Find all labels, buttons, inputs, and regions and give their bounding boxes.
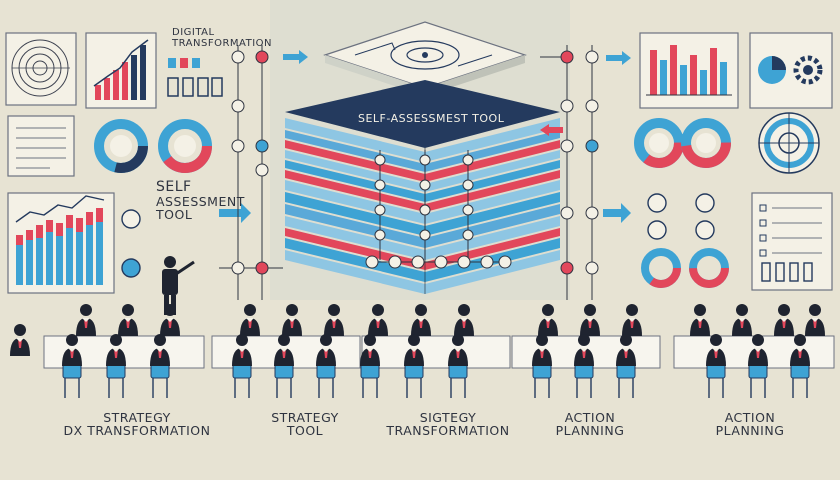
label-bottom-5-line2: PLANNING xyxy=(715,423,785,439)
arrow-right-left-mid xyxy=(219,203,251,223)
seated-person-back xyxy=(732,304,752,336)
label-bottom-3: SIGTEGY TRANSFORMATION xyxy=(378,411,518,437)
seated-person-back xyxy=(690,304,710,336)
seated-person-back xyxy=(368,304,388,336)
label-self-assessment-center: SELF-ASSESSMEST TOOL xyxy=(358,112,505,125)
label-bottom-3-line2: TRANSFORMATION xyxy=(386,423,510,439)
seated-person-front xyxy=(790,334,810,366)
arrow-right-top-left xyxy=(283,50,308,64)
seated-person-back xyxy=(118,304,138,336)
connector-nodes-right xyxy=(560,50,599,275)
label-bottom-2-line2: TOOL xyxy=(286,423,324,439)
seated-person-front xyxy=(448,334,468,366)
arrow-right-top-right xyxy=(606,51,631,65)
donut-chart-right-4 xyxy=(689,248,729,288)
seated-person-front xyxy=(232,334,252,366)
presenter-figure xyxy=(162,256,195,315)
label-bottom-4-line1: ACTION xyxy=(564,410,616,425)
seated-person-back xyxy=(282,304,302,336)
legend-blocks xyxy=(167,58,223,97)
label-tool: TOOL xyxy=(156,206,193,222)
checklist-card-left xyxy=(7,115,75,177)
donut-chart-right-1 xyxy=(634,118,684,168)
seated-person-front xyxy=(532,334,552,366)
label-bottom-2-line1: STRATEGY xyxy=(271,410,339,425)
seated-person-front xyxy=(316,334,336,366)
label-bottom-3-line1: SIGTEGY xyxy=(419,410,477,425)
seated-person-back xyxy=(160,304,180,336)
label-bottom-4-line2: PLANNING xyxy=(555,423,625,439)
bar-chart-card-top-left xyxy=(85,32,157,109)
checklist-card-right xyxy=(751,192,833,291)
pie-gear-card xyxy=(749,32,833,109)
label-self: SELF xyxy=(156,179,192,195)
seated-person-back xyxy=(324,304,344,336)
seated-person-front xyxy=(360,334,380,366)
connector-nodes-left xyxy=(231,50,269,275)
label-bottom-1-line2: DX TRANSFORMATION xyxy=(63,423,211,439)
label-bottom-4: ACTION PLANNING xyxy=(540,411,640,437)
donut-chart-left-2 xyxy=(158,119,212,173)
label-bottom-1-line1: STRATEGY xyxy=(103,410,171,425)
center-nodes xyxy=(365,154,512,269)
seated-person-back xyxy=(454,304,474,336)
spiral-chart-card xyxy=(5,32,77,106)
seated-person-front xyxy=(706,334,726,366)
arrow-right-mid-right xyxy=(603,203,631,223)
seated-person-back xyxy=(580,304,600,336)
label-assessment: ASSESSMENT xyxy=(156,193,245,209)
bar-chart-card-top-right xyxy=(639,32,739,109)
seated-person-front xyxy=(574,334,594,366)
label-self-assessment-side: SELF ASSESSMENT TOOL xyxy=(156,180,245,221)
seated-person-back xyxy=(805,304,825,336)
people-front-row xyxy=(10,324,810,398)
people-back-row xyxy=(76,304,825,336)
seated-person-front xyxy=(150,334,170,366)
small-icons-right xyxy=(647,193,715,240)
seated-person-back xyxy=(411,304,431,336)
label-bottom-1: STRATEGY DX TRANSFORMATION xyxy=(52,411,222,437)
side-person-left xyxy=(10,324,30,356)
seated-person-front xyxy=(748,334,768,366)
seated-person-front xyxy=(404,334,424,366)
label-digital: DIGITAL xyxy=(172,27,215,38)
seated-person-back xyxy=(774,304,794,336)
label-transformation: TRANSFORMATION xyxy=(172,37,272,49)
seated-person-front xyxy=(616,334,636,366)
donut-chart-right-3 xyxy=(641,248,681,288)
donut-chart-left-1 xyxy=(94,119,148,173)
seated-person-front xyxy=(106,334,126,366)
seated-person-front xyxy=(62,334,82,366)
seated-person-back xyxy=(622,304,642,336)
label-bottom-5-line1: ACTION xyxy=(724,410,776,425)
seated-person-back xyxy=(538,304,558,336)
label-bottom-2: STRATEGY TOOL xyxy=(255,411,355,437)
target-chart-right xyxy=(758,112,820,174)
label-digital-transformation: DIGITAL TRANSFORMATION xyxy=(172,27,272,49)
bar-chart-card-left xyxy=(7,192,115,294)
label-bottom-5: ACTION PLANNING xyxy=(690,411,810,437)
arrow-left-mid-right xyxy=(540,124,563,136)
seated-person-back xyxy=(76,304,96,336)
seated-person-back xyxy=(240,304,260,336)
seated-person-front xyxy=(274,334,294,366)
donut-chart-right-2 xyxy=(681,118,731,168)
